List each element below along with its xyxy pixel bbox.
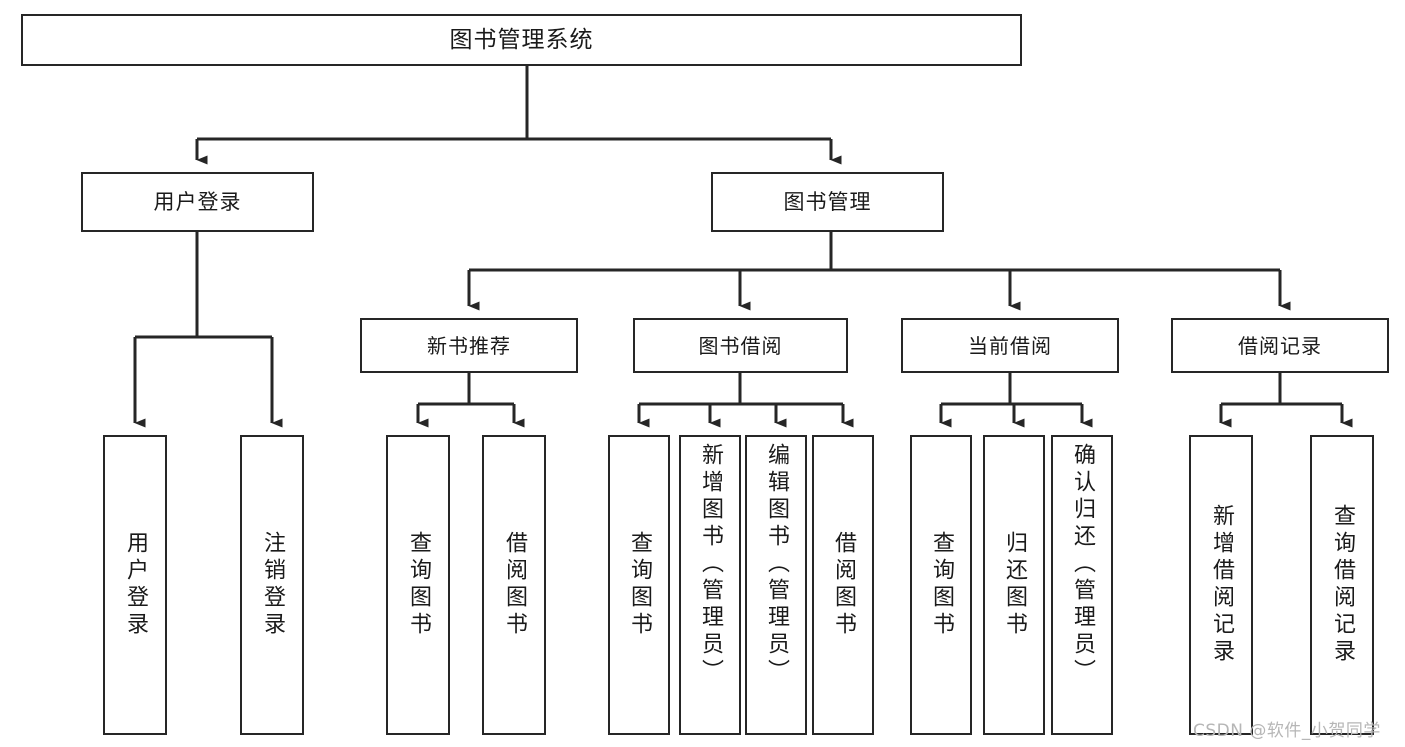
node-leaf-query-book-2[interactable]: 查询图书 <box>608 435 670 735</box>
node-leaf-user-login-label: 用户登录 <box>123 531 148 639</box>
node-leaf-borrow-book-2-label: 借阅图书 <box>831 531 856 639</box>
node-new-book-rec-label: 新书推荐 <box>427 333 511 358</box>
node-leaf-query-book-2-label: 查询图书 <box>627 531 652 639</box>
node-leaf-query-record-label: 查询借阅记录 <box>1330 504 1355 666</box>
node-leaf-add-record-label: 新增借阅记录 <box>1209 504 1234 666</box>
node-borrow-record-label: 借阅记录 <box>1238 333 1322 358</box>
node-user-login-label: 用户登录 <box>153 189 242 214</box>
node-book-borrow-label: 图书借阅 <box>698 333 783 358</box>
node-leaf-borrow-book-1-label: 借阅图书 <box>502 531 527 639</box>
node-book-manage[interactable]: 图书管理 <box>711 172 944 232</box>
node-borrow-record[interactable]: 借阅记录 <box>1171 318 1389 373</box>
node-book-manage-label: 图书管理 <box>783 189 872 214</box>
node-leaf-return-book[interactable]: 归还图书 <box>983 435 1045 735</box>
node-leaf-confirm-return[interactable]: 确认归还（管理员） <box>1051 435 1113 735</box>
node-leaf-query-book-3-label: 查询图书 <box>929 531 954 639</box>
node-leaf-query-book-1-label: 查询图书 <box>406 531 431 639</box>
node-leaf-add-book[interactable]: 新增图书（管理员） <box>679 435 741 735</box>
node-user-login[interactable]: 用户登录 <box>81 172 314 232</box>
node-leaf-edit-book-label: 编辑图书（管理员） <box>764 443 789 686</box>
node-current-borrow-label: 当前借阅 <box>968 333 1052 358</box>
node-leaf-user-login[interactable]: 用户登录 <box>103 435 167 735</box>
node-leaf-query-book-3[interactable]: 查询图书 <box>910 435 972 735</box>
node-leaf-query-book-1[interactable]: 查询图书 <box>386 435 450 735</box>
node-leaf-return-book-label: 归还图书 <box>1002 531 1027 639</box>
node-root[interactable]: 图书管理系统 <box>21 14 1022 66</box>
node-new-book-rec[interactable]: 新书推荐 <box>360 318 578 373</box>
watermark: CSDN @软件_小贺同学 <box>1193 721 1381 741</box>
node-current-borrow[interactable]: 当前借阅 <box>901 318 1119 373</box>
node-leaf-borrow-book-2[interactable]: 借阅图书 <box>812 435 874 735</box>
node-leaf-logout-label: 注销登录 <box>260 531 285 639</box>
node-book-borrow[interactable]: 图书借阅 <box>633 318 848 373</box>
node-leaf-borrow-book-1[interactable]: 借阅图书 <box>482 435 546 735</box>
node-leaf-edit-book[interactable]: 编辑图书（管理员） <box>745 435 807 735</box>
node-root-label: 图书管理系统 <box>449 26 594 53</box>
node-leaf-add-book-label: 新增图书（管理员） <box>698 443 723 686</box>
node-leaf-confirm-return-label: 确认归还（管理员） <box>1070 443 1095 686</box>
node-leaf-query-record[interactable]: 查询借阅记录 <box>1310 435 1374 735</box>
node-leaf-add-record[interactable]: 新增借阅记录 <box>1189 435 1253 735</box>
node-leaf-logout[interactable]: 注销登录 <box>240 435 304 735</box>
